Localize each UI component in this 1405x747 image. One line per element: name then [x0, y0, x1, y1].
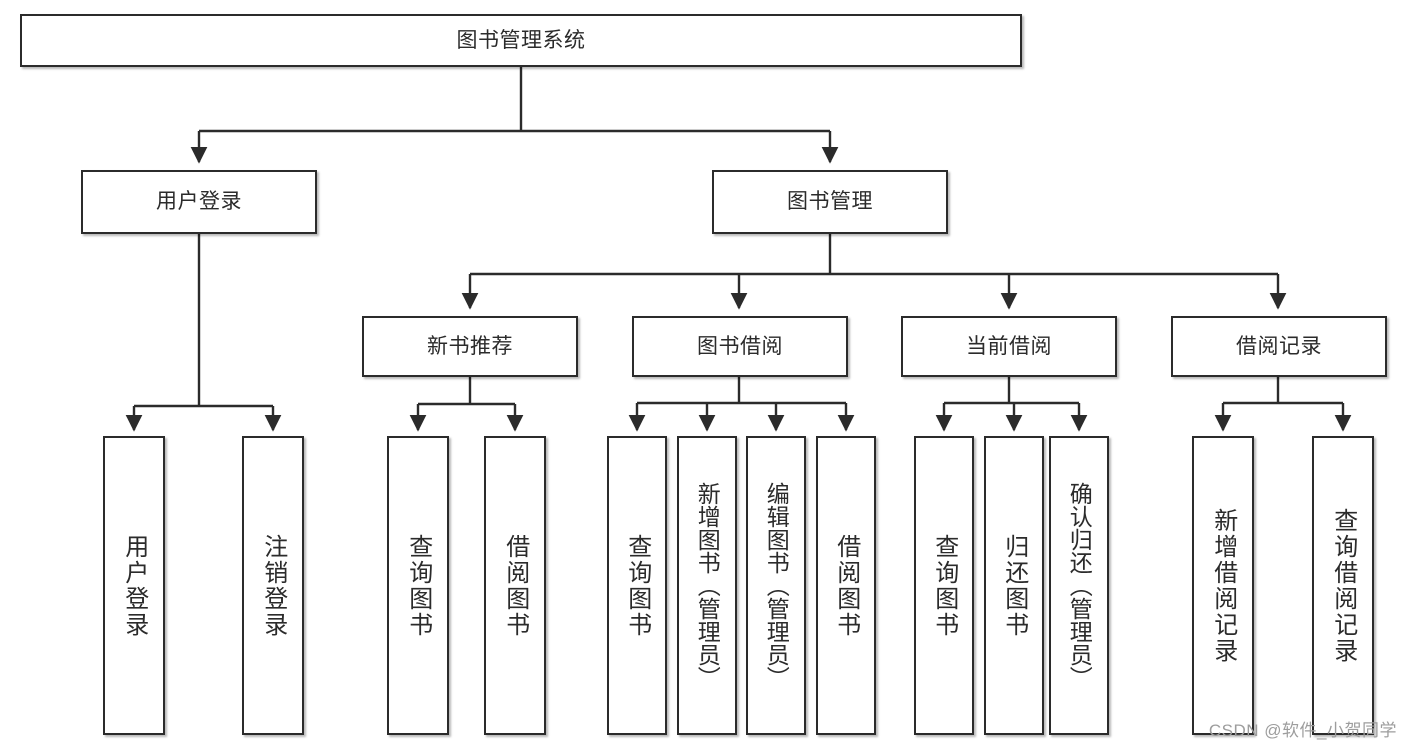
node-leaf-logout-login[interactable]: 注销登录: [242, 436, 304, 735]
node-leaf-add-book-label: 新增图书（管理员）: [694, 482, 721, 689]
node-leaf-user-login[interactable]: 用户登录: [103, 436, 165, 735]
node-leaf-borrow-book-2-label: 借阅图书: [832, 533, 860, 638]
node-leaf-query-book-3[interactable]: 查询图书: [914, 436, 974, 735]
node-leaf-edit-book[interactable]: 编辑图书（管理员）: [746, 436, 806, 735]
node-new-book-recommend[interactable]: 新书推荐: [362, 316, 578, 377]
node-leaf-query-book-3-label: 查询图书: [930, 533, 958, 638]
node-leaf-query-book-2[interactable]: 查询图书: [607, 436, 667, 735]
node-leaf-confirm-return-label: 确认归还（管理员）: [1066, 482, 1093, 689]
node-root-label: 图书管理系统: [456, 28, 586, 52]
node-book-borrow[interactable]: 图书借阅: [632, 316, 848, 377]
node-root[interactable]: 图书管理系统: [20, 14, 1022, 67]
node-leaf-return-book-label: 归还图书: [1000, 533, 1028, 638]
node-leaf-query-book-1-label: 查询图书: [404, 533, 432, 638]
node-leaf-add-record-label: 新增借阅记录: [1209, 507, 1237, 664]
node-book-manage[interactable]: 图书管理: [712, 170, 948, 234]
node-current-borrow-label: 当前借阅: [966, 334, 1052, 358]
node-borrow-record[interactable]: 借阅记录: [1171, 316, 1387, 377]
node-leaf-add-book[interactable]: 新增图书（管理员）: [677, 436, 737, 735]
node-borrow-record-label: 借阅记录: [1236, 334, 1322, 358]
node-current-borrow[interactable]: 当前借阅: [901, 316, 1117, 377]
node-new-book-recommend-label: 新书推荐: [427, 334, 513, 358]
node-user-login-label: 用户登录: [156, 190, 242, 214]
node-leaf-query-book-1[interactable]: 查询图书: [387, 436, 449, 735]
node-book-borrow-label: 图书借阅: [697, 334, 783, 358]
node-user-login[interactable]: 用户登录: [81, 170, 317, 234]
node-leaf-add-record[interactable]: 新增借阅记录: [1192, 436, 1254, 735]
node-leaf-confirm-return[interactable]: 确认归还（管理员）: [1049, 436, 1109, 735]
node-leaf-query-record-label: 查询借阅记录: [1329, 507, 1357, 664]
node-leaf-borrow-book-1[interactable]: 借阅图书: [484, 436, 546, 735]
node-leaf-return-book[interactable]: 归还图书: [984, 436, 1044, 735]
node-leaf-logout-login-label: 注销登录: [259, 533, 287, 638]
node-leaf-user-login-label: 用户登录: [120, 533, 148, 638]
node-leaf-edit-book-label: 编辑图书（管理员）: [763, 482, 790, 689]
node-leaf-borrow-book-2[interactable]: 借阅图书: [816, 436, 876, 735]
node-leaf-query-book-2-label: 查询图书: [623, 533, 651, 638]
node-leaf-borrow-book-1-label: 借阅图书: [501, 533, 529, 638]
node-book-manage-label: 图书管理: [787, 190, 873, 214]
node-leaf-query-record[interactable]: 查询借阅记录: [1312, 436, 1374, 735]
